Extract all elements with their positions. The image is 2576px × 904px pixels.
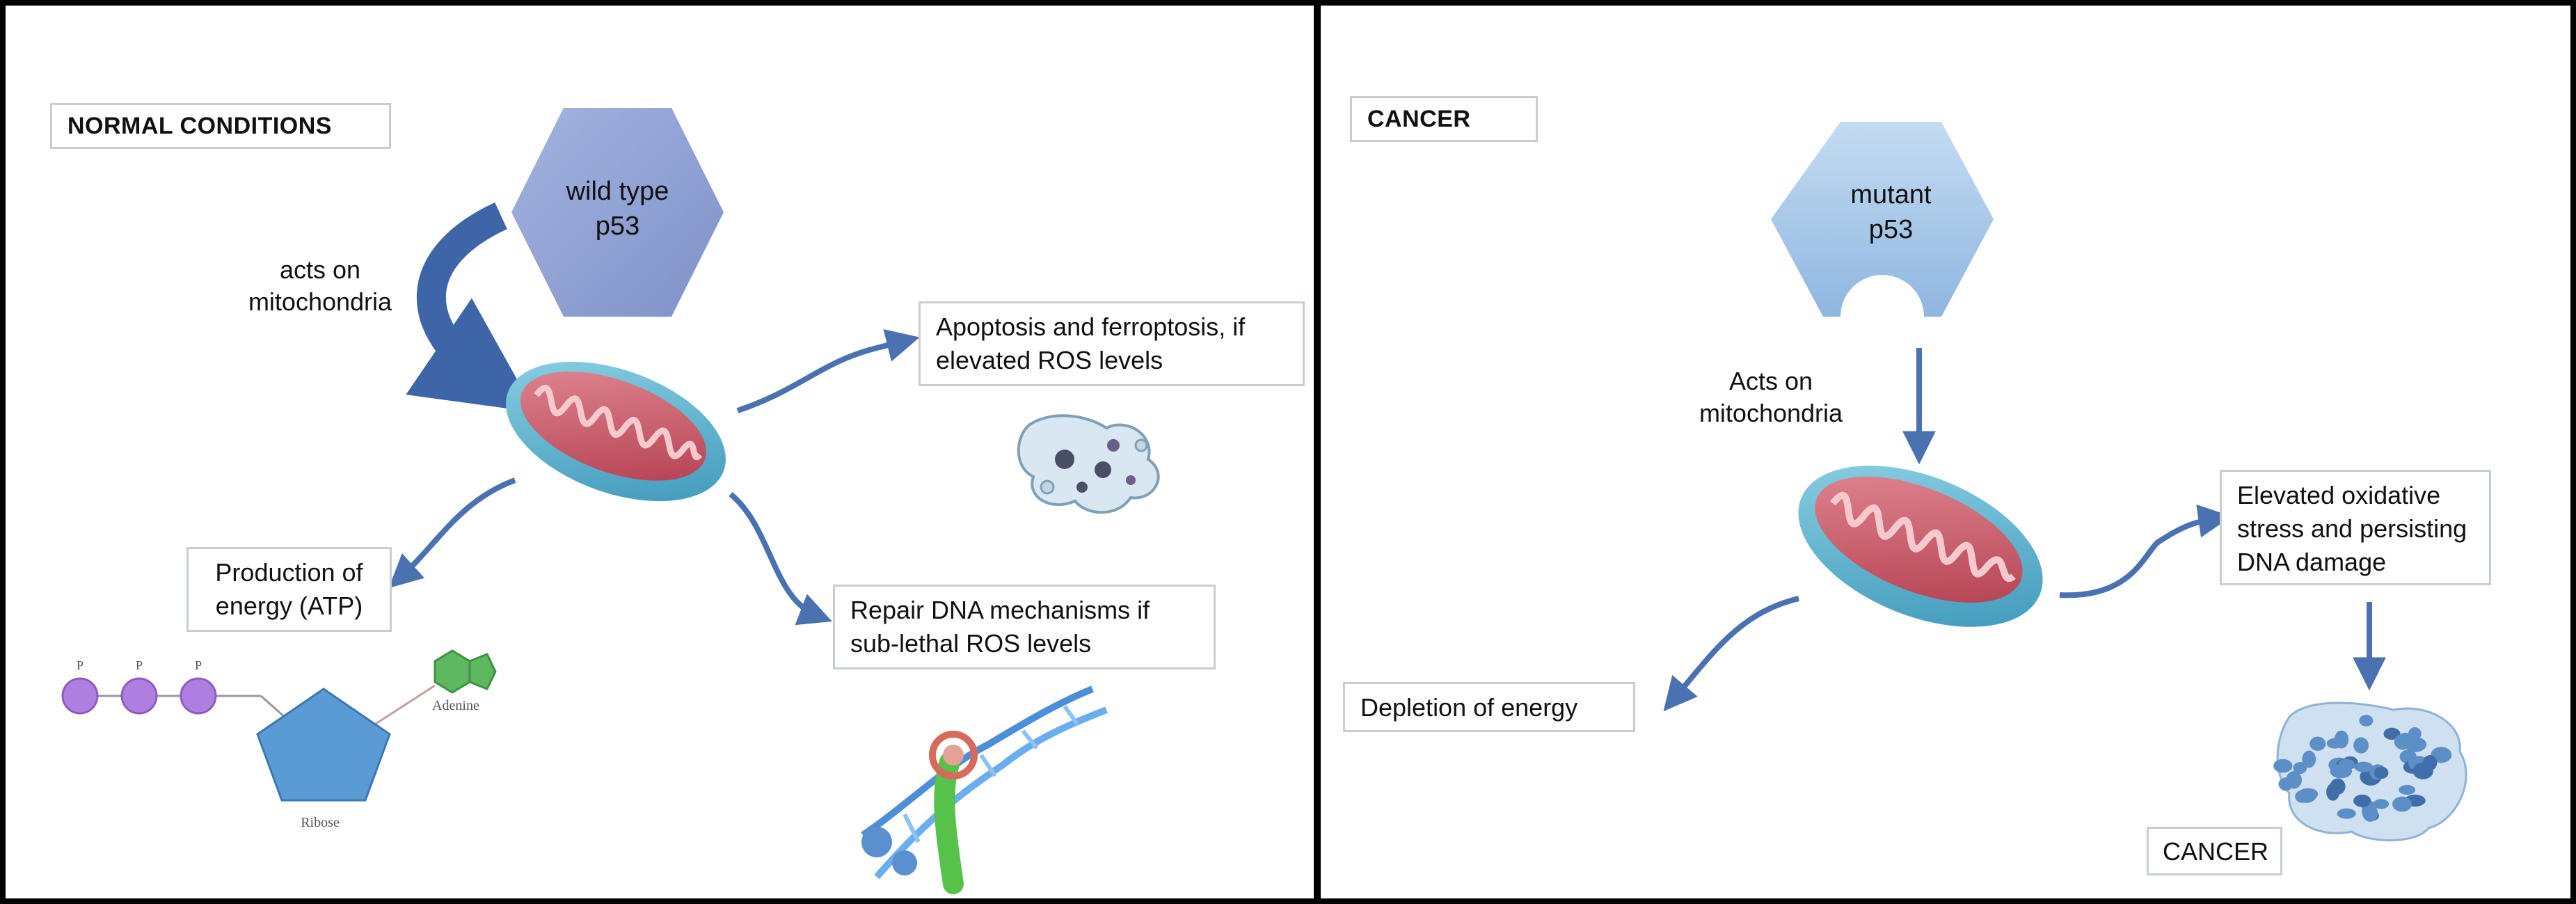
adenine-label: Adenine (432, 698, 479, 713)
cancer-cell-nucleus (2399, 784, 2416, 795)
cancer-cell-nucleus (2326, 738, 2343, 749)
cancer-cell-nucleus (2392, 796, 2412, 812)
cancer-cell-nucleus (2374, 766, 2389, 779)
cancer-cell-nucleus (2338, 759, 2355, 770)
apoptotic-cell-illustration (1017, 414, 1160, 514)
cancer-header: CANCER (1350, 96, 1538, 142)
cancer-cell-nucleus (2353, 794, 2371, 807)
adenine-ring (468, 653, 497, 690)
phosphate-label: P (76, 658, 84, 672)
cancer-cell-nucleus (2353, 737, 2369, 754)
cancer-cell-nucleus (2330, 778, 2346, 795)
cancer-cell-nucleus (2302, 750, 2316, 768)
cancer-cell-nucleus (2423, 755, 2438, 771)
phosphate-circle (120, 677, 158, 715)
phosphate-label: P (135, 658, 143, 672)
cancer-cell-nucleus (2383, 727, 2401, 740)
dna-repair-illustration (861, 685, 1108, 894)
arrow-acts-on-mitochondria (406, 202, 536, 413)
arrow-to-dna-repair (729, 491, 832, 626)
cancer-cell-nucleus (2295, 790, 2309, 803)
arrow-to-energy-depletion (1663, 596, 1799, 712)
mitochondrion-right (1798, 466, 2043, 627)
energy-depletion-box: Depletion of energy (1343, 682, 1635, 732)
phosphate-circle (180, 677, 217, 715)
cancer-cell-nucleus (2337, 808, 2356, 819)
acts-on-mitochondria-label: acts on mitochondria (248, 255, 392, 316)
wild-type-p53-hexagon (511, 108, 724, 317)
cancer-cell-nucleus (2359, 715, 2374, 727)
arrow-to-oxidative-stress (2059, 504, 2232, 598)
oxidative-stress-box: Elevated oxidative stress and persisting… (2220, 470, 2491, 585)
cancer-cell-cluster (2273, 701, 2467, 841)
cancer-cell-nucleus (2362, 804, 2378, 822)
cancer-cell-nucleus (2273, 759, 2293, 773)
phosphate-label: P (194, 658, 202, 672)
arrow-to-apoptosis (736, 328, 920, 413)
acts-on-mitochondria-mutant-label: Acts on mitochondria (1699, 367, 1843, 427)
cancer-cell-nucleus (2373, 799, 2390, 809)
arrow-to-energy-production (388, 477, 516, 589)
cancer-cell-nucleus (2405, 733, 2419, 745)
cancer-cell-nucleus (2286, 771, 2303, 789)
cancer-cell-nucleus (2309, 736, 2326, 751)
mutant-p53-label: mutant p53 (1850, 180, 1932, 244)
wild-type-p53-label: wild type p53 (566, 177, 669, 241)
cancer-cell-nucleus (2293, 762, 2307, 775)
energy-production-box: Production of energy (ATP) (186, 547, 392, 632)
dna-repair-box: Repair DNA mechanisms if sub-lethal ROS … (833, 585, 1216, 669)
cancer-final-label: CANCER (2147, 827, 2282, 875)
atp-molecule-illustration (61, 649, 497, 802)
mitochondrion-left (506, 361, 726, 502)
mutant-p53-hexagon (1771, 122, 1994, 317)
cancer-cell-nucleus (2354, 761, 2374, 772)
ribose-pentagon (256, 688, 391, 802)
apoptosis-ferroptosis-box: Apoptosis and ferroptosis, if elevated R… (919, 301, 1305, 386)
ribose-label: Ribose (301, 815, 340, 830)
adenine-ring (434, 649, 471, 694)
normal-conditions-header: NORMAL CONDITIONS (50, 103, 391, 149)
phosphate-circle (61, 677, 99, 715)
